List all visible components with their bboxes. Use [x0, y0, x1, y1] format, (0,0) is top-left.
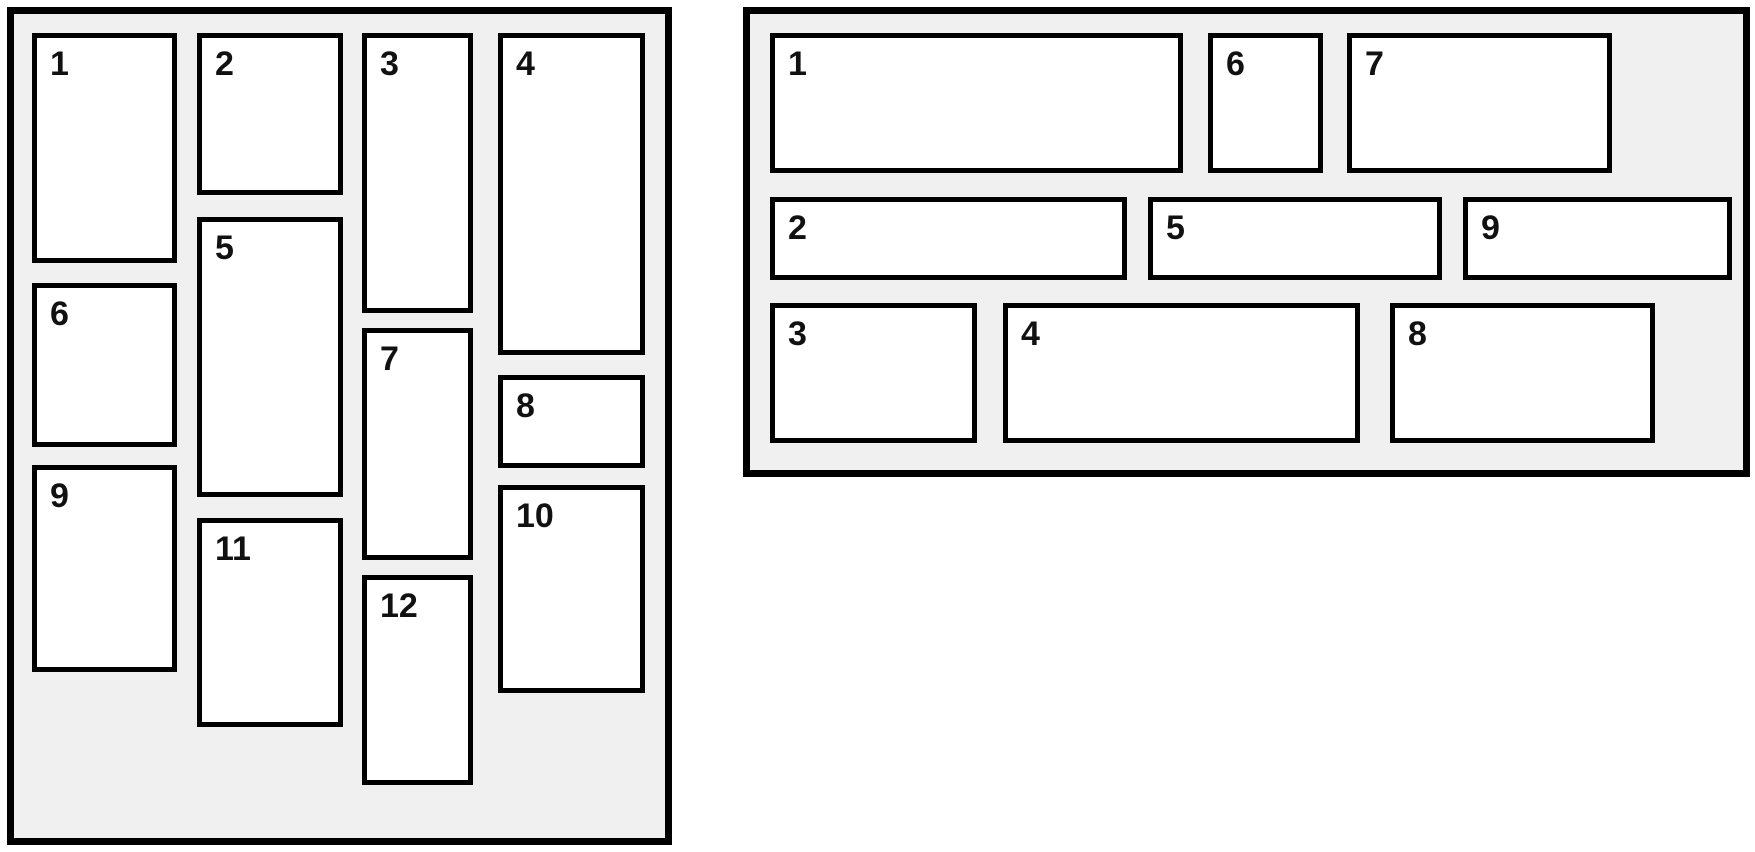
box-number-label: 8 — [1408, 315, 1427, 353]
masonry-box-2: 2 — [770, 197, 1127, 280]
box-number-label: 2 — [788, 209, 807, 247]
horizontal-masonry-panel: 1 2 3 4 5 6 7 8 9 — [743, 7, 1750, 477]
masonry-box-1: 1 — [770, 33, 1183, 173]
masonry-box-10: 10 — [498, 485, 645, 693]
box-number-label: 1 — [788, 45, 807, 83]
box-number-label: 1 — [50, 45, 69, 83]
masonry-box-4: 4 — [498, 33, 645, 355]
box-number-label: 7 — [380, 340, 399, 378]
box-number-label: 3 — [788, 315, 807, 353]
masonry-box-3: 3 — [362, 33, 473, 313]
masonry-box-5: 5 — [1148, 197, 1442, 280]
box-number-label: 9 — [50, 477, 69, 515]
masonry-box-7: 7 — [362, 328, 473, 560]
box-number-label: 3 — [380, 45, 399, 83]
masonry-box-6: 6 — [1208, 33, 1323, 173]
box-number-label: 7 — [1365, 45, 1384, 83]
masonry-box-7: 7 — [1347, 33, 1612, 173]
box-number-label: 10 — [516, 497, 554, 535]
box-number-label: 2 — [215, 45, 234, 83]
box-number-label: 12 — [380, 587, 418, 625]
masonry-box-3: 3 — [770, 303, 977, 443]
masonry-box-8: 8 — [1390, 303, 1655, 443]
masonry-box-9: 9 — [1463, 197, 1732, 280]
box-number-label: 6 — [50, 295, 69, 333]
masonry-box-9: 9 — [32, 465, 177, 672]
box-number-label: 9 — [1481, 209, 1500, 247]
box-number-label: 5 — [215, 229, 234, 267]
box-number-label: 8 — [516, 387, 535, 425]
masonry-box-12: 12 — [362, 575, 473, 785]
box-number-label: 5 — [1166, 209, 1185, 247]
box-number-label: 4 — [1021, 315, 1040, 353]
masonry-box-11: 11 — [197, 518, 343, 727]
masonry-box-5: 5 — [197, 217, 343, 497]
masonry-box-4: 4 — [1003, 303, 1360, 443]
masonry-box-2: 2 — [197, 33, 343, 195]
box-number-label: 11 — [215, 530, 251, 568]
masonry-box-6: 6 — [32, 283, 177, 447]
masonry-box-8: 8 — [498, 375, 645, 468]
masonry-box-1: 1 — [32, 33, 177, 263]
box-number-label: 4 — [516, 45, 535, 83]
box-number-label: 6 — [1226, 45, 1245, 83]
